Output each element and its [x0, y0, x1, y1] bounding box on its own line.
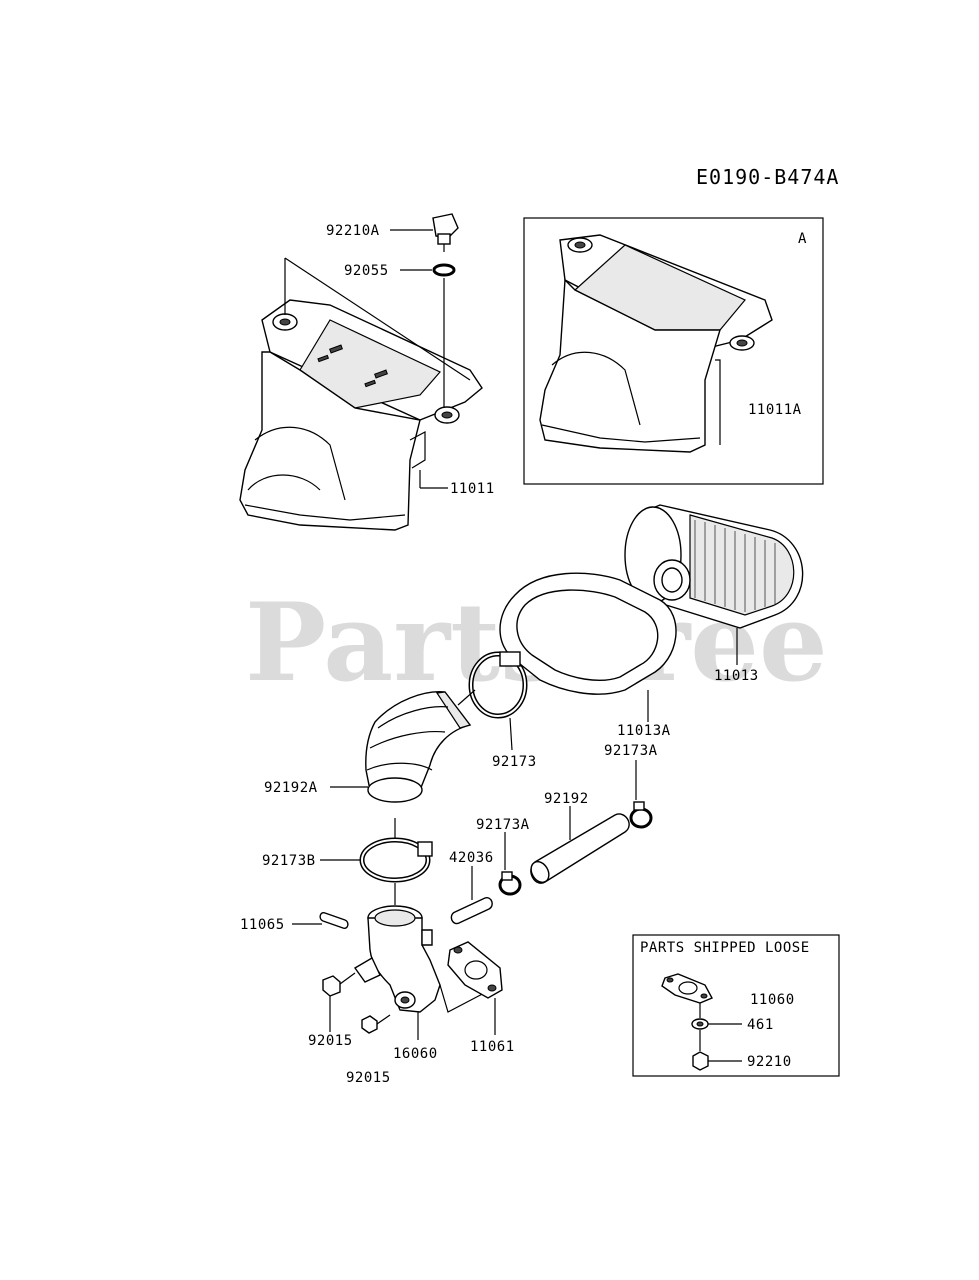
inset-box: [523, 217, 824, 485]
callout-92173: 92173: [492, 754, 537, 770]
air-cleaner-base-a[interactable]: [539, 234, 773, 453]
elbow-hose-92192a[interactable]: [365, 691, 472, 803]
callout-11060: 11060: [750, 992, 795, 1008]
leader-line-16060-gasket: [439, 984, 491, 1013]
clamp-92173a-upper[interactable]: [629, 801, 653, 829]
callout-11011a: 11011A: [748, 402, 802, 418]
inset-marker: A: [798, 231, 807, 247]
pin-11065[interactable]: [319, 911, 349, 930]
clamp-92173[interactable]: [468, 651, 528, 719]
callout-92015-a: 92015: [308, 1033, 353, 1049]
leader-line-92173: [509, 717, 513, 751]
callout-92015-b: 92015: [346, 1070, 391, 1086]
washer-461[interactable]: [691, 1018, 709, 1030]
intake-pipe-16060[interactable]: [353, 905, 441, 1013]
plug-92210a[interactable]: [432, 213, 459, 252]
callout-92173a-top: 92173A: [604, 743, 658, 759]
clamp-92173b[interactable]: [359, 837, 433, 883]
gasket-11060[interactable]: [661, 973, 713, 1004]
callout-92173b: 92173B: [262, 853, 316, 869]
hose-92192[interactable]: [528, 813, 630, 886]
air-cleaner-base[interactable]: [239, 299, 483, 531]
callout-16060: 16060: [393, 1046, 438, 1062]
nut-92015-left[interactable]: [322, 975, 341, 997]
callout-92210: 92210: [747, 1054, 792, 1070]
callout-92192a: 92192A: [264, 780, 318, 796]
leader-line-92173-hose: [457, 689, 476, 706]
pre-cleaner-11013a[interactable]: [499, 572, 677, 695]
pipe-42036[interactable]: [450, 897, 493, 925]
nut-92210[interactable]: [692, 1051, 709, 1071]
nut-92015-right[interactable]: [361, 1015, 378, 1034]
filter-element-11013[interactable]: [624, 504, 804, 629]
leader-line-92015-right: [376, 1014, 391, 1025]
callout-11061: 11061: [470, 1039, 515, 1055]
callout-11013: 11013: [714, 668, 759, 684]
callout-11011: 11011: [450, 481, 495, 497]
callout-42036: 42036: [449, 850, 494, 866]
callout-92055: 92055: [344, 263, 389, 279]
leader-line-base-top: [284, 257, 471, 381]
o-ring-92055[interactable]: [432, 263, 456, 277]
callout-461: 461: [747, 1017, 774, 1033]
clamp-92173a-middle[interactable]: [498, 871, 522, 896]
callout-92192: 92192: [544, 791, 589, 807]
callout-11013a: 11013A: [617, 723, 671, 739]
diagram-code: E0190-B474A: [696, 165, 839, 189]
gasket-11061[interactable]: [447, 941, 503, 999]
callout-11065: 11065: [240, 917, 285, 933]
loose-parts-title: PARTS SHIPPED LOOSE: [640, 940, 810, 956]
loose-parts-box: [632, 934, 840, 1077]
callout-92210a: 92210A: [326, 223, 380, 239]
leader-line-92015-stud: [339, 972, 356, 985]
callout-92173a-mid: 92173A: [476, 817, 530, 833]
